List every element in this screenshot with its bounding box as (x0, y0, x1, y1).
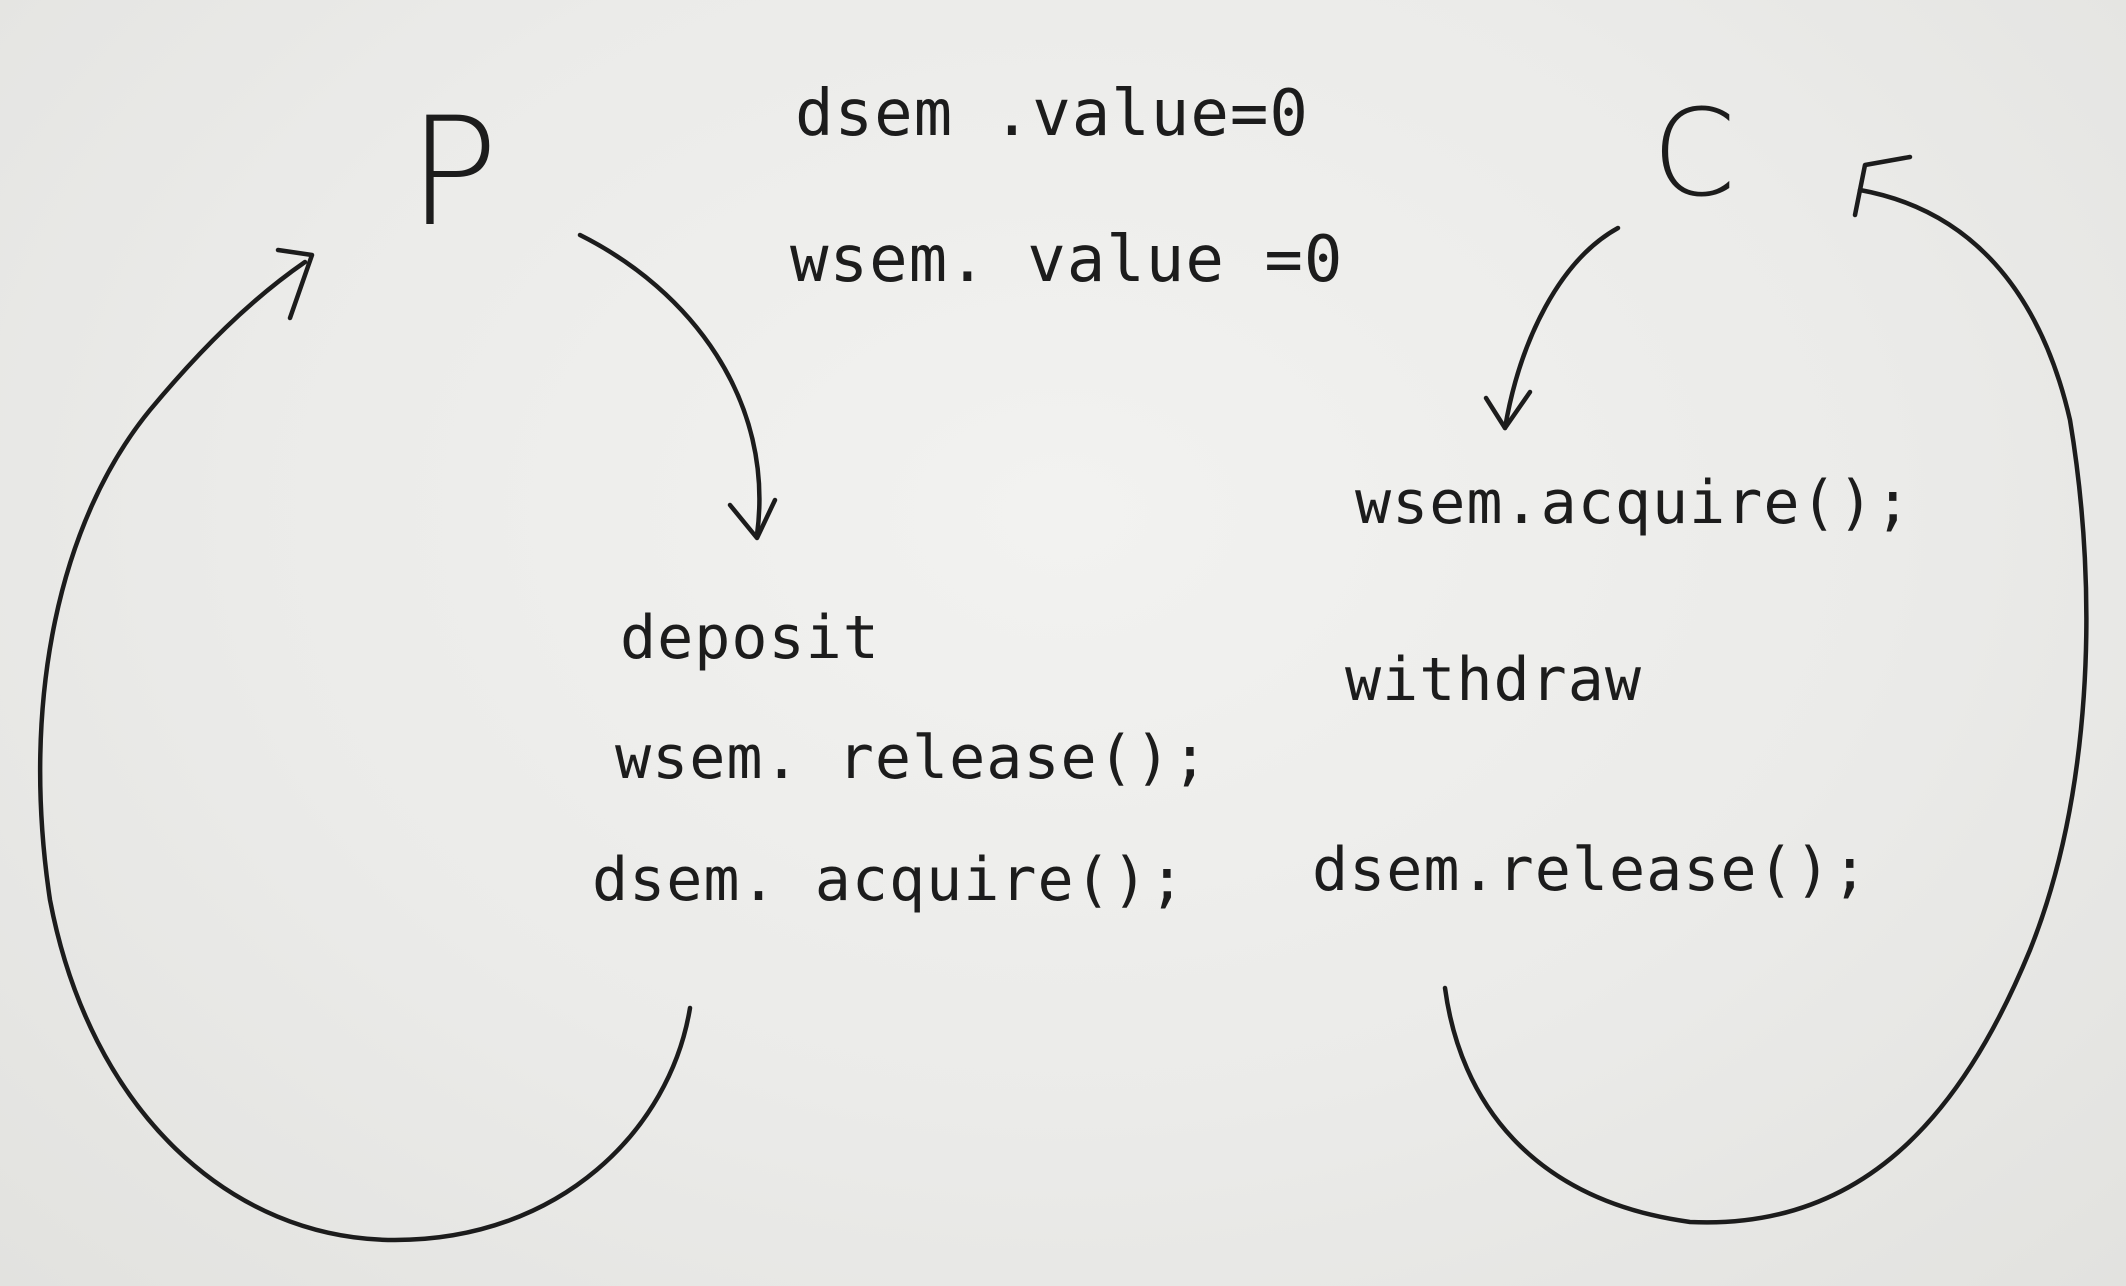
consumer-step-wsem-acquire: wsem.acquire(); (1355, 468, 1912, 538)
consumer-entry-arrow (1502, 225, 1621, 431)
consumer-loop-arrowhead (1852, 154, 1913, 218)
producer-step-dsem-acquire: dsem. acquire(); (592, 845, 1186, 915)
consumer-loop-arrow (1442, 187, 2089, 1225)
consumer-entry-arrowhead (1483, 389, 1533, 431)
consumer-label: C (1652, 85, 1736, 224)
producer-loop-arrow (37, 259, 693, 1243)
producer-loop-arrowhead (275, 247, 315, 321)
producer-label: P (408, 86, 499, 260)
producer-entry-arrowhead (727, 497, 778, 541)
producer-entry-arrow (577, 232, 762, 538)
consumer-step-dsem-release: dsem.release(); (1312, 835, 1869, 905)
producer-step-deposit: deposit (620, 603, 880, 673)
dsem-initial-value: dsem .value=0 (795, 77, 1309, 151)
wsem-initial-value: wsem. value =0 (790, 223, 1344, 297)
consumer-step-withdraw: withdraw (1345, 645, 1642, 715)
producer-step-wsem-release: wsem. release(); (615, 723, 1209, 793)
